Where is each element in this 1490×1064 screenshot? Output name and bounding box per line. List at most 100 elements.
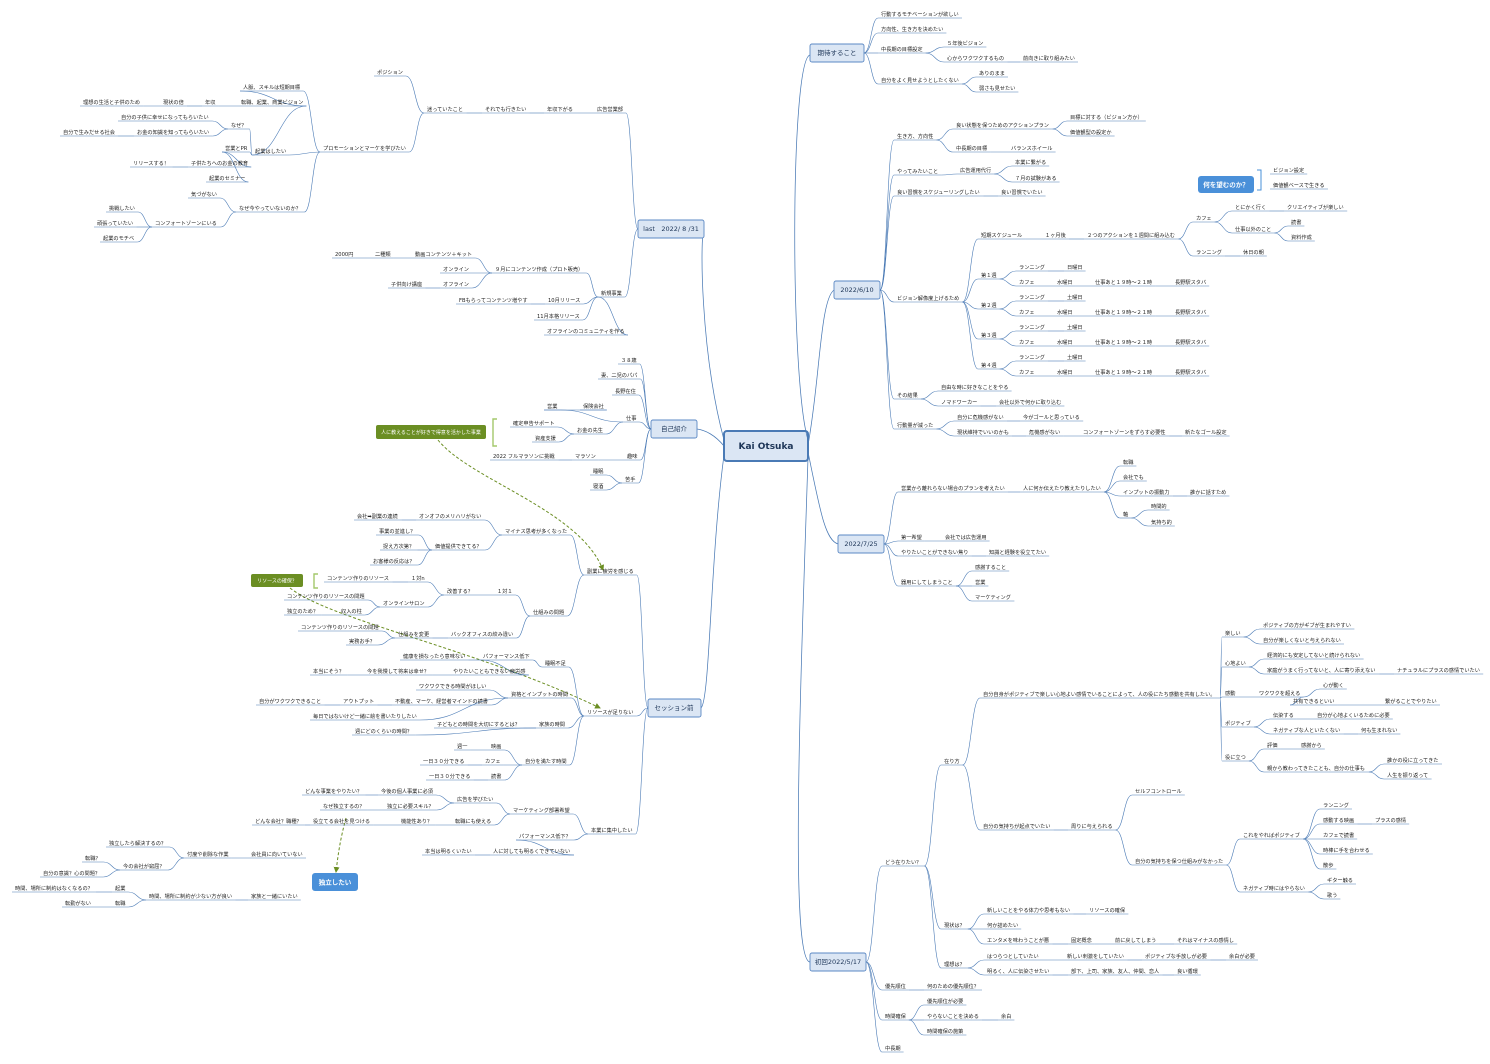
node-s9a[interactable]: マラソン	[572, 453, 599, 461]
node-q3b[interactable]: 会社員に向いていない	[248, 850, 306, 859]
node-j5b[interactable]: ノマドワーカー	[938, 399, 981, 407]
node-f1b[interactable]: 自分の気持ちが起点でいたい	[980, 822, 1054, 831]
node-f2c3[interactable]: それはマイナスの感情し	[1174, 936, 1238, 945]
node-f1a1b[interactable]: 自分が楽しくないと与えられない	[1260, 636, 1344, 645]
node-wed_2[interactable]: 水曜日	[1054, 338, 1076, 347]
node-vis2[interactable]: 価値観ベースで生きる	[1270, 181, 1328, 190]
node-p24[interactable]: 自分を満たす時間	[522, 757, 570, 766]
node-f1a1a[interactable]: ポジティブの方がギブが生まれやすい	[1260, 621, 1355, 630]
node-p16[interactable]: 自分がワクワクできること	[256, 697, 325, 706]
node-p20[interactable]: リソースが足りない	[584, 708, 637, 717]
node-w1[interactable]: 第１週	[978, 271, 1000, 280]
node-f1a4c[interactable]: ネガティブな人といたくない	[1270, 726, 1344, 735]
node-f1a3a[interactable]: ワクワクを超える	[1256, 689, 1304, 698]
node-j2[interactable]: やってみたいこと	[894, 167, 942, 176]
node-p3[interactable]: 捉え方次第？	[380, 542, 418, 551]
node-s3[interactable]: 長野在住	[612, 387, 639, 396]
node-p21[interactable]: 週一	[454, 742, 471, 751]
node-p1[interactable]: 会社➡副業の連続	[354, 512, 402, 521]
node-p14a[interactable]: 今を我慢して将来は幸せ？	[364, 667, 433, 676]
node-j6f[interactable]: 新たなゴール設定	[1182, 428, 1230, 437]
node-j4a1[interactable]: １ヶ月後	[1042, 231, 1069, 240]
node-j4r[interactable]: ランニング	[1193, 248, 1225, 257]
node-f3a1[interactable]: 新しい刺激をしていたい	[1064, 952, 1128, 961]
node-f1b4d[interactable]: 時棒に手を合わせる	[1320, 846, 1373, 855]
node-f1b4c[interactable]: カフェで読書	[1320, 831, 1358, 840]
node-f3a2[interactable]: ポジティブな手放しが必要	[1142, 952, 1211, 961]
node-j4c2a[interactable]: 読書	[1288, 218, 1305, 227]
node-run_0[interactable]: ランニング	[1016, 263, 1048, 272]
topic-last-2022-8-31[interactable]: last 2022/ 8 /31	[637, 219, 705, 239]
node-e3b[interactable]: 心からワクワクするもの	[944, 55, 1008, 63]
node-wed_3[interactable]: 水曜日	[1054, 368, 1076, 377]
node-j4c2b[interactable]: 資料作成	[1288, 233, 1315, 242]
node-wed_1[interactable]: 水曜日	[1054, 308, 1076, 317]
central-topic[interactable]: Kai Otsuka	[723, 430, 809, 462]
node-p30a[interactable]: 人に対しても明るくできていない	[490, 847, 574, 856]
node-s6[interactable]: お金の先生	[574, 426, 606, 435]
node-f1a4d[interactable]: 何も生まれない	[1358, 726, 1401, 735]
node-f1b5a[interactable]: ギター触る	[1324, 876, 1356, 885]
node-p22[interactable]: 一日３０分できる	[420, 757, 468, 766]
node-j6e[interactable]: コンフォートゾーンをずらす必要性	[1080, 428, 1170, 437]
node-k1g[interactable]: 時間的	[1148, 502, 1170, 511]
node-f1b4a[interactable]: ランニング	[1320, 801, 1352, 810]
node-L10[interactable]: 起業はしたい	[252, 147, 290, 156]
node-p6[interactable]: 副業に疲労を感じる	[584, 567, 637, 576]
node-s8[interactable]: 仕事	[623, 414, 640, 423]
node-L12[interactable]: リリースする！	[130, 160, 173, 168]
callout-teach-business[interactable]: 人に教えることが好きで得意を活かした事業	[376, 425, 486, 439]
node-L20[interactable]: 2000円	[332, 251, 356, 259]
node-L4[interactable]: 理想の生活と子供のため	[80, 98, 144, 107]
node-p12[interactable]: 仕組みの問題	[530, 608, 568, 617]
node-j6[interactable]: 行動量が減った	[894, 421, 937, 430]
node-L6[interactable]: 自分の子供に幸せになってもらいたい	[118, 113, 213, 122]
node-j6a[interactable]: 自分に危機感がない	[954, 413, 1007, 422]
node-p11[interactable]: 実務お手？	[346, 637, 378, 646]
node-j2a[interactable]: 広告運用代行	[957, 166, 995, 175]
node-p14[interactable]: 本当にそう？	[310, 667, 348, 676]
node-e1[interactable]: 行動するモチベーションが欲しい	[878, 10, 962, 19]
node-L27[interactable]: オフラインのコミュニティを作る	[544, 327, 628, 336]
node-q6b[interactable]: 時間、場所に制約が少ない方が良い	[146, 892, 236, 901]
node-p5[interactable]: マイナス思考が多くなった	[502, 527, 571, 536]
node-p4[interactable]: お客様の反応は？	[370, 557, 418, 566]
node-f1a5[interactable]: 役に立つ	[1222, 753, 1249, 762]
node-g1a[interactable]: 何のための優先順位？	[924, 982, 982, 991]
callout-resource[interactable]: リソースの確保？	[251, 574, 303, 587]
node-run_1[interactable]: ランニング	[1016, 293, 1048, 302]
node-f1a2b[interactable]: 家庭がうまく行ってないと、人に寄り添えない	[1264, 666, 1380, 675]
node-p1a[interactable]: オンオフのメリハリがない	[416, 512, 485, 521]
node-k1b[interactable]: 転職	[1120, 458, 1137, 467]
node-p27b[interactable]: 機能性あり？	[398, 817, 436, 826]
node-k4b[interactable]: 営業	[972, 578, 989, 587]
node-L16[interactable]: 頑張っていたい	[94, 220, 137, 228]
node-L19[interactable]: なぜ今やっていないのか？	[236, 204, 305, 213]
node-L11[interactable]: プロモーションとマーケを学びたい	[320, 144, 410, 153]
node-k1f[interactable]: 軸	[1120, 510, 1132, 519]
node-L25[interactable]: 11月本格リリース	[534, 312, 583, 321]
node-k1h[interactable]: 気持ち的	[1148, 518, 1175, 527]
node-s4a[interactable]: 保険会社	[580, 402, 607, 411]
node-p23[interactable]: 一日３０分できる	[426, 772, 474, 781]
node-L22a[interactable]: 子供向け講座	[388, 280, 426, 289]
node-p17[interactable]: 毎日ではないけど一緒に絵を書いたりしたい	[310, 712, 420, 721]
node-p3a[interactable]: 価値提供できてる？	[432, 542, 485, 551]
node-s11[interactable]: 寝酒	[590, 482, 607, 491]
node-w4[interactable]: 第４週	[978, 361, 1000, 370]
node-s7[interactable]: 資産支援	[532, 434, 559, 443]
node-g1[interactable]: 優先順位	[882, 982, 909, 991]
node-k1a[interactable]: 人に何か伝えたり教えたりしたい	[1020, 484, 1104, 493]
node-p8b[interactable]: 改善する？	[444, 587, 476, 596]
node-p15a[interactable]: 資格とインプットの時間	[508, 690, 572, 699]
node-j5a[interactable]: 自由な時に好きなことをやる	[938, 383, 1012, 392]
node-j1a1[interactable]: 目標に対する（ビジョン方か）	[1067, 113, 1146, 122]
node-p27a[interactable]: 役立てる会社を見つける	[310, 817, 374, 826]
node-p7a[interactable]: １対n	[408, 574, 428, 583]
node-f1a2[interactable]: 心地よい	[1222, 659, 1249, 668]
node-f2c[interactable]: エンタメを味わうことが悪	[984, 936, 1053, 945]
node-q2[interactable]: 転職？	[82, 854, 104, 863]
node-f1a4[interactable]: ポジティブ	[1222, 719, 1254, 728]
node-L7a[interactable]: お金の知識を知ってもらいたい	[134, 128, 213, 137]
node-L20a[interactable]: 二種類	[372, 250, 394, 259]
